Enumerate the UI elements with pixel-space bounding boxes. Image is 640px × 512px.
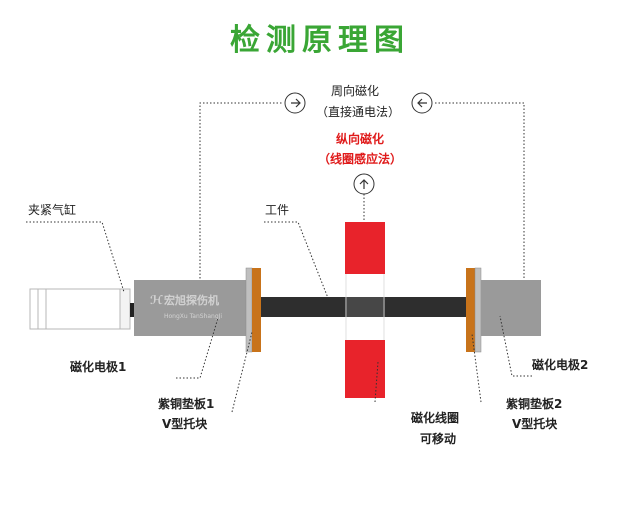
leader-pad-1: [231, 331, 253, 413]
circle-arrow-icon: [411, 92, 433, 114]
circle-arrow-icon: [353, 173, 375, 195]
watermark-main: 宏旭探伤机: [164, 293, 219, 307]
clamp-cylinder: [29, 288, 135, 330]
leader-workpiece: [264, 221, 329, 299]
current-path-right: [435, 102, 525, 282]
watermark-logo: ℋ: [150, 293, 163, 307]
magnetizing-electrode-1: [134, 280, 246, 336]
magnetizing-electrode-2: [481, 280, 541, 336]
diagram-title: 检测原理图: [230, 23, 410, 58]
label-coil-movable: 可移动: [420, 431, 456, 446]
current-path-left: [199, 102, 282, 282]
label-workpiece: 工件: [265, 203, 289, 217]
circle-arrow-icon: [284, 92, 306, 114]
v-block-2: [474, 267, 482, 353]
label-electrode-1: 磁化电极1: [69, 359, 126, 374]
leader-electrode-2: [499, 315, 532, 377]
label-copper-pad-1: 紫铜垫板1: [158, 396, 214, 411]
longitudinal-label-line2: （线圈感应法）: [318, 151, 402, 166]
label-clamp-cylinder: 夹紧气缸: [28, 202, 76, 217]
longitudinal-label-line1: 纵向磁化: [336, 131, 384, 146]
watermark-sub: HongXu TanShangJi: [164, 313, 222, 320]
leader-pad-2: [471, 333, 482, 403]
leader-electrode-1: [176, 317, 219, 379]
circumferential-label-line2: （直接通电法）: [316, 104, 400, 119]
v-block-1: [245, 267, 253, 353]
workpiece-bar: [261, 297, 466, 317]
copper-pad-1: [252, 268, 261, 352]
label-copper-pad-2: 紫铜垫板2: [506, 396, 562, 411]
circumferential-label-line1: 周向磁化: [331, 83, 379, 98]
copper-pad-2: [466, 268, 475, 352]
label-v-block-2: V型托块: [512, 416, 558, 431]
label-coil: 磁化线圈: [410, 410, 459, 425]
magnetizing-coil: [345, 222, 385, 398]
label-v-block-1: V型托块: [162, 416, 208, 431]
leader-clamp-cylinder: [26, 221, 125, 293]
label-electrode-2: 磁化电极2: [531, 357, 588, 372]
